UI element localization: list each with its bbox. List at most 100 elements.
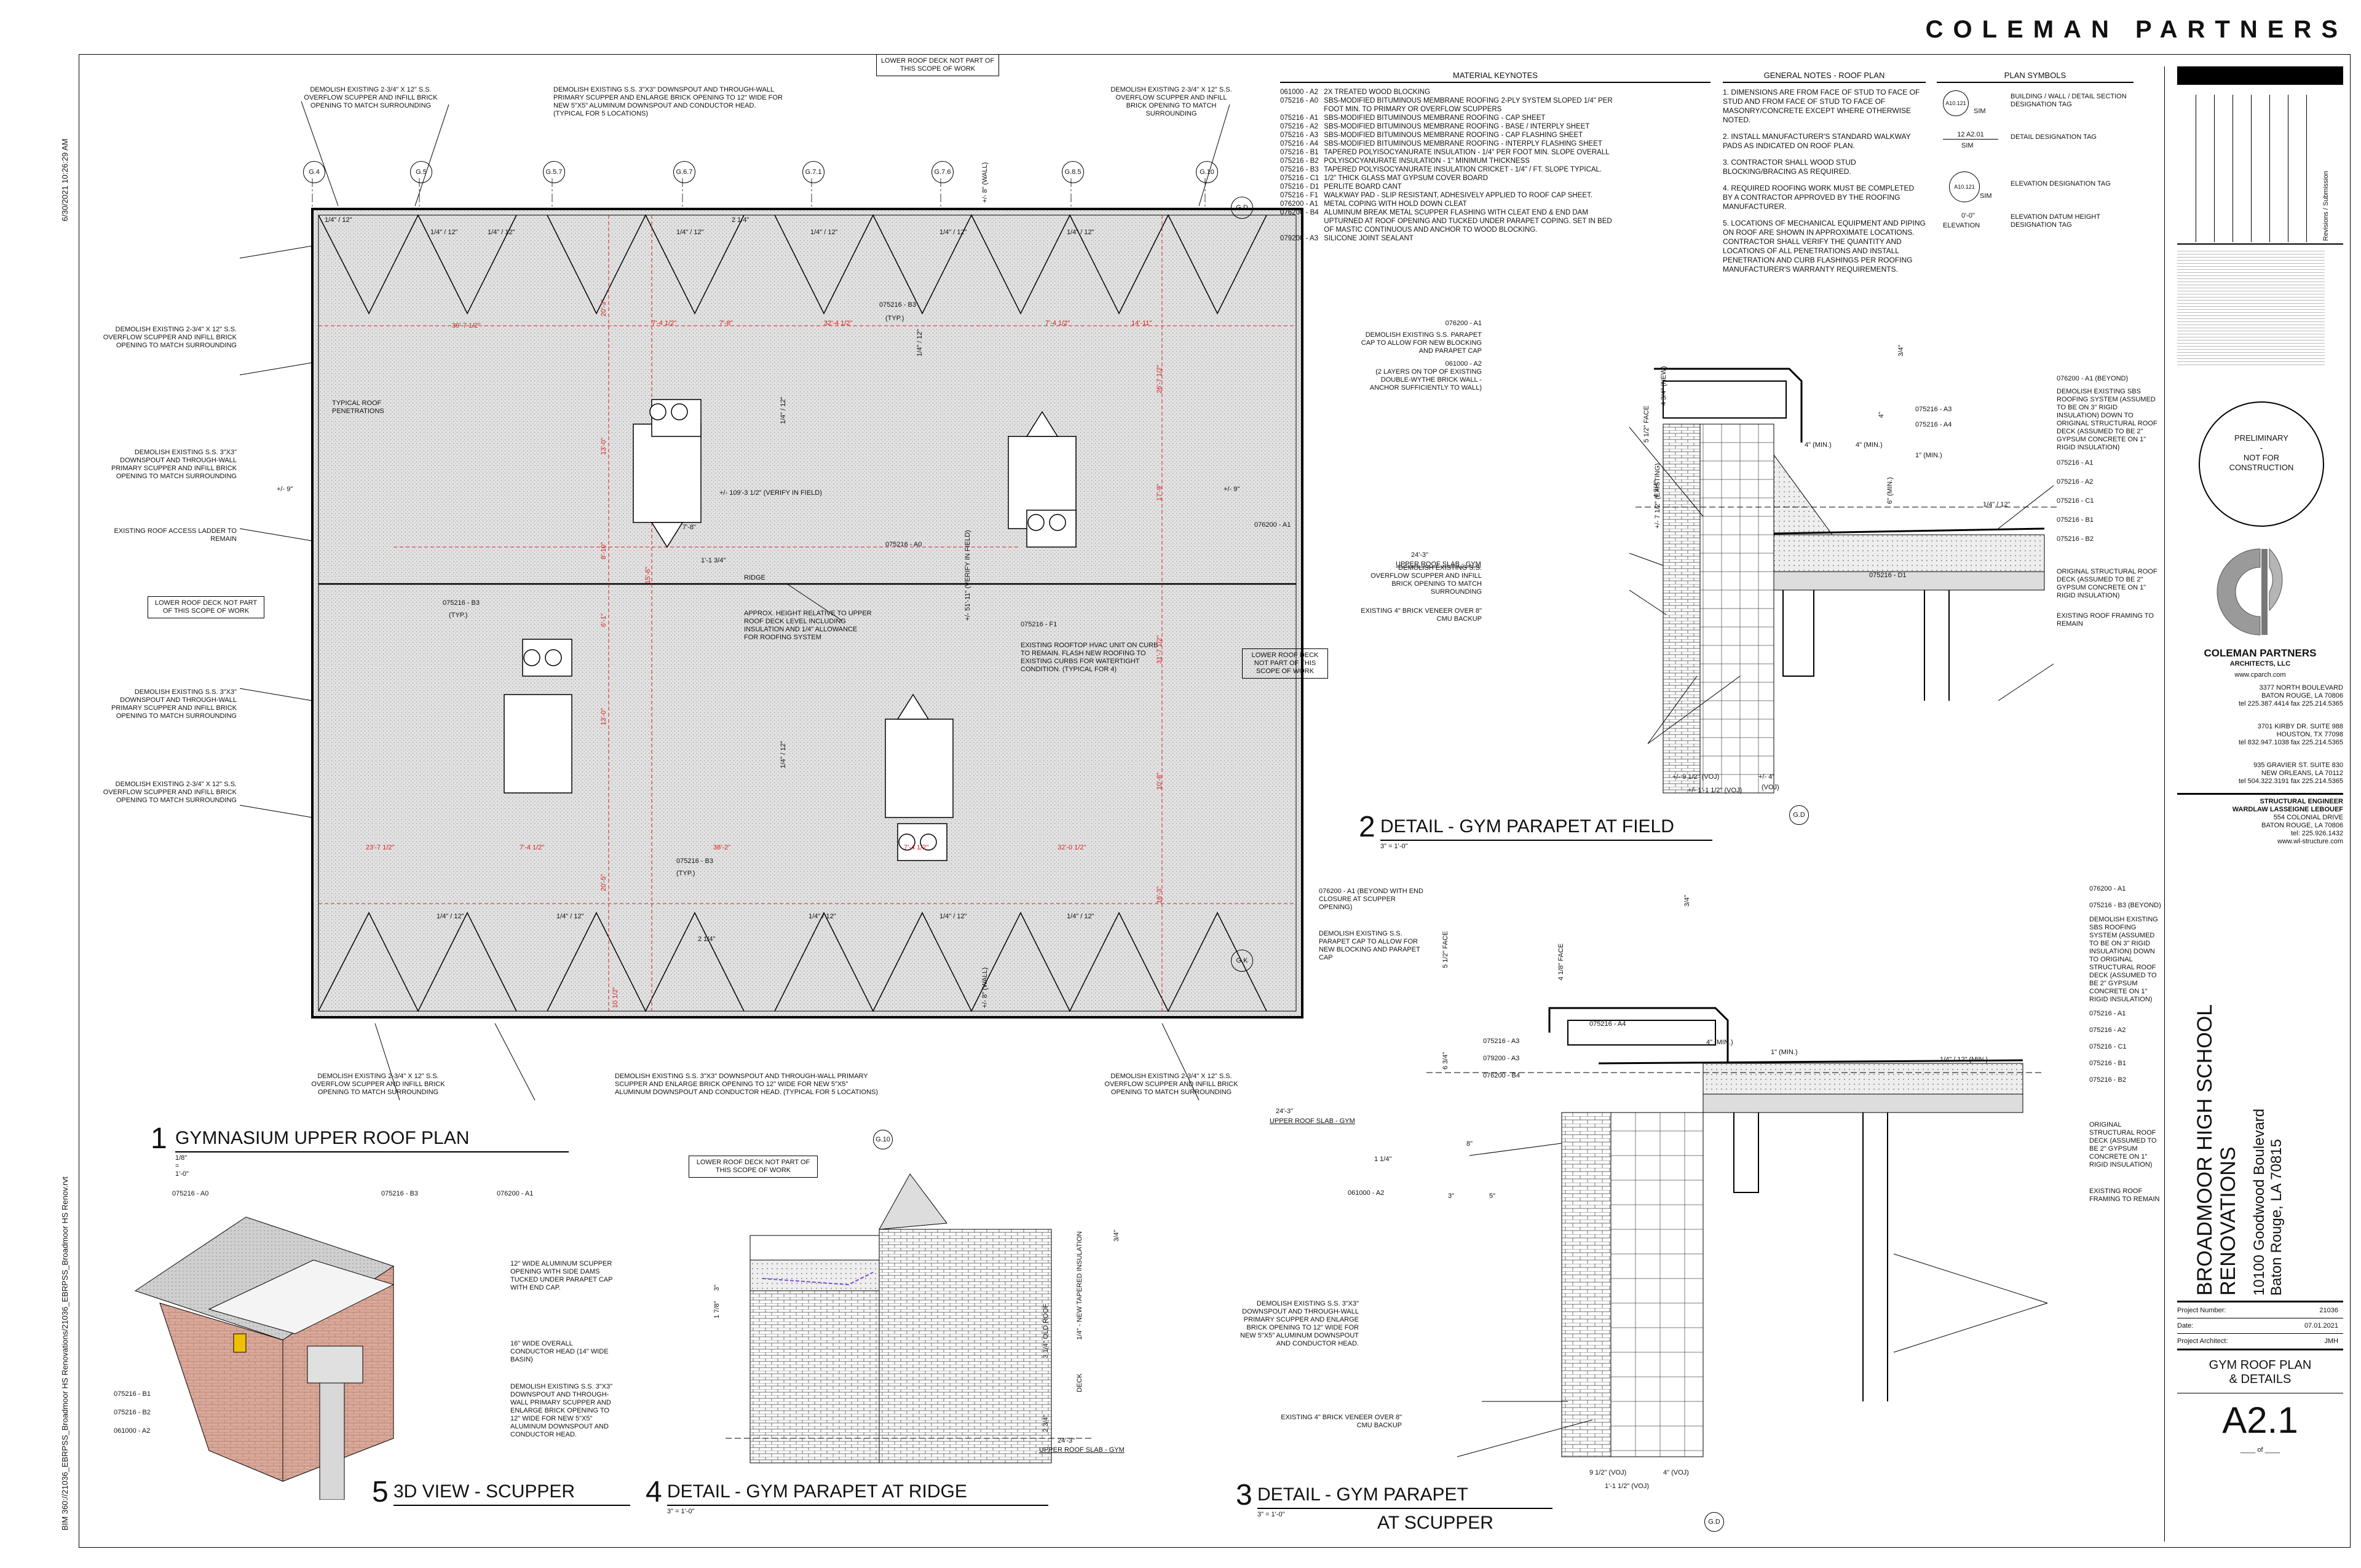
dimension: 4 3/4" (NEW) bbox=[1660, 366, 1667, 406]
keynote-text: 1/2" THICK GLASS MAT GYPSUM COVER BOARD bbox=[1324, 175, 1489, 182]
dimension: 32'-0 1/2" bbox=[1058, 844, 1086, 851]
detail-label: 075216 - A1 bbox=[2089, 1010, 2126, 1017]
detail-label: 075216 - A2 bbox=[2057, 478, 2094, 486]
dimension: 8" bbox=[1466, 1140, 1473, 1148]
detail-label: 076200 - A1 bbox=[497, 1190, 534, 1197]
slope-label: 1/4" / 12" bbox=[939, 229, 967, 236]
plan-label: +/- 9" bbox=[277, 486, 293, 493]
dimension: 3/4" bbox=[1113, 1229, 1120, 1242]
detail-3-left-notes: 076200 - A1 (BEYOND WITH END CLOSURE AT … bbox=[1319, 888, 1430, 962]
view-number: 1 bbox=[151, 1122, 167, 1155]
dimension: 32'-4 1/2" bbox=[824, 320, 853, 327]
keynotes-title: MATERIAL KEYNOTES bbox=[1280, 71, 1710, 83]
dimension: 2 1/4" bbox=[732, 216, 749, 224]
detail-label: 4" (MIN.) bbox=[1805, 441, 1832, 449]
detail-label: DEMOLISH EXISTING S.S. 3"x3" DOWNSPOUT A… bbox=[1240, 1300, 1359, 1347]
grid-bubble: G.7.1 bbox=[802, 161, 825, 183]
detail-label: 1/4" / 12" bbox=[1983, 501, 2011, 508]
keynote-text: SBS-MODIFIED BITUMINOUS MEMBRANE ROOFING… bbox=[1324, 132, 1583, 139]
keynote-text: SILICONE JOINT SEALANT bbox=[1324, 235, 1414, 242]
view-title-line2: AT SCUPPER bbox=[1377, 1513, 1493, 1533]
dimension: 3/4" bbox=[1683, 894, 1691, 907]
keynote-text: SBS-MODIFIED BITUMINOUS MEMBRANE ROOFING… bbox=[1324, 114, 1546, 122]
detail-label: 076200 - A1 (BEYOND WITH END CLOSURE AT … bbox=[1319, 888, 1423, 911]
keynote-code: 079200 - A3 bbox=[1280, 235, 1319, 242]
dimension: 5 1/2" FACE bbox=[1643, 405, 1650, 443]
keynote-row: UPTURNED AT ROOF OPENING AND TUCKED UNDE… bbox=[1280, 217, 1618, 226]
symbol-sub: SIM bbox=[1961, 142, 1974, 149]
dimension: 39'-7 1/2" bbox=[452, 322, 481, 329]
plan-note-box: LOWER ROOF DECK NOT PART OF THIS SCOPE O… bbox=[876, 54, 999, 76]
dimension: 4" bbox=[1878, 411, 1885, 418]
dimension: 2 1/4" bbox=[698, 936, 716, 943]
office-address: 3377 NORTH BOULEVARD BATON ROUGE, LA 708… bbox=[2238, 684, 2343, 707]
plan-label: +/- 109'-3 1/2" (VERIFY IN FIELD) bbox=[719, 489, 822, 497]
dimension: 13'-0" bbox=[600, 707, 607, 725]
keynote-text: 2X TREATED WOOD BLOCKING bbox=[1324, 89, 1431, 96]
plan-label: (TYP.) bbox=[676, 870, 695, 877]
dimension: 6 3/4" bbox=[1442, 1052, 1449, 1070]
dimension: 7'-4 1/2" bbox=[520, 844, 545, 851]
keynote-text: WALKWAY PAD - SLIP RESISTANT, ADHESIVELY… bbox=[1324, 192, 1593, 199]
symbol-row: A10.121 SIM BUILDING / WALL / DETAIL SEC… bbox=[1937, 90, 2134, 131]
title-block: Revisions / Submission PRELIMINARY - NOT… bbox=[2164, 66, 2343, 1542]
dimension: 20'-3" bbox=[600, 299, 607, 317]
dimension: +/- 4" bbox=[1758, 773, 1775, 781]
detail-label: DEMOLISH EXISTING S.S. OVERFLOW SCUPPER … bbox=[1370, 564, 1482, 596]
sheet-title: GYM ROOF PLAN & DETAILS bbox=[2209, 1358, 2312, 1386]
detail-label: 061000 - A2 bbox=[114, 1427, 151, 1435]
slope-label: 1/4" / 12" bbox=[488, 229, 515, 236]
datum-tag-icon: 0'-0" bbox=[1961, 212, 1975, 219]
title-underline bbox=[1257, 1508, 1552, 1509]
plan-label: 075216 - B3 bbox=[443, 599, 480, 607]
office-address: 935 GRAVIER ST. SUITE 830 NEW ORLEANS, L… bbox=[2238, 762, 2343, 785]
view-number: 2 bbox=[1359, 811, 1375, 843]
detail-label: 1" (MIN.) bbox=[1915, 452, 1942, 459]
detail-2-right-notes: 076200 - A1 (BEYOND) DEMOLISH EXISTING S… bbox=[2057, 375, 2158, 628]
elevation-value: 24'-3" bbox=[1276, 1108, 1294, 1115]
dimension: 9 1/2" (VOJ) bbox=[1589, 1469, 1627, 1476]
plan-note: DEMOLISH EXISTING 2-3/4" x 12" S.S. OVER… bbox=[311, 1073, 445, 1096]
plan-note: DEMOLISH EXISTING 2-3/4" x 12" S.S. OVER… bbox=[103, 326, 237, 349]
symbol-sub: SIM bbox=[1980, 192, 1992, 200]
dimension: 20'-5" bbox=[600, 873, 607, 891]
dimension: 3" bbox=[1448, 1192, 1455, 1200]
plan-note-box: LOWER ROOF DECK NOT PART OF THIS SCOPE O… bbox=[148, 596, 264, 618]
dimension: 31'-7 1/2" bbox=[1156, 635, 1163, 664]
plan-note: DEMOLISH EXISTING 2-3/4" x 12" S.S. OVER… bbox=[1104, 1073, 1238, 1096]
keynote-code: 076200 - A1 bbox=[1280, 200, 1319, 208]
view-title: DETAIL - GYM PARAPET bbox=[1257, 1484, 1468, 1505]
plan-label: 075216 - F1 bbox=[1021, 621, 1058, 628]
dimension: DECK bbox=[1076, 1373, 1083, 1392]
detail-label: DEMOLISH EXISTING S.S. PARAPET CAP TO AL… bbox=[1319, 930, 1420, 961]
slope-label: 1/4" / 12" bbox=[780, 741, 787, 768]
keynote-row: FOOT MIN. TO PRIMARY OR OVERFLOW SCUPPER… bbox=[1280, 105, 1618, 114]
revisions-label: Revisions / Submission bbox=[2322, 171, 2330, 241]
dimension: 5 1/2" FACE bbox=[1442, 931, 1449, 968]
project-title: BROADMOOR HIGH SCHOOL RENOVATIONS bbox=[2193, 1004, 2240, 1296]
logo-subcaption: ARCHITECTS, LLC bbox=[2229, 660, 2291, 668]
plan-note: EXISTING ROOF ACCESS LADDER TO REMAIN bbox=[114, 527, 237, 543]
detail-label: 16" WIDE OVERALL CONDUCTOR HEAD (14" WID… bbox=[510, 1340, 609, 1363]
grid-bubble: G.5 bbox=[410, 161, 432, 183]
dimension: 17'-9" bbox=[1156, 483, 1163, 501]
plan-label: RIDGE bbox=[744, 574, 765, 581]
elevation-value: 24'-3" bbox=[1058, 1437, 1075, 1444]
timestamp: 6/30/2021 10:26:29 AM bbox=[60, 138, 69, 221]
title-underline bbox=[1380, 840, 1712, 841]
symbol-row: 0'-0" ELEVATION ELEVATION DATUM HEIGHT D… bbox=[1937, 212, 2134, 253]
plan-label: (TYP.) bbox=[885, 315, 904, 322]
stamp-line: - bbox=[2260, 443, 2263, 452]
grid-bubble: G.10 bbox=[873, 1130, 893, 1149]
stamp-line: CONSTRUCTION bbox=[2229, 463, 2294, 472]
dimension: 3/4" bbox=[1897, 344, 1905, 357]
general-note: 1. DIMENSIONS ARE FROM FACE OF STUD TO F… bbox=[1723, 88, 1920, 124]
plan-label: 076200 - A1 bbox=[1254, 521, 1291, 529]
detail-label: 075216 - A2 bbox=[2089, 1026, 2126, 1034]
